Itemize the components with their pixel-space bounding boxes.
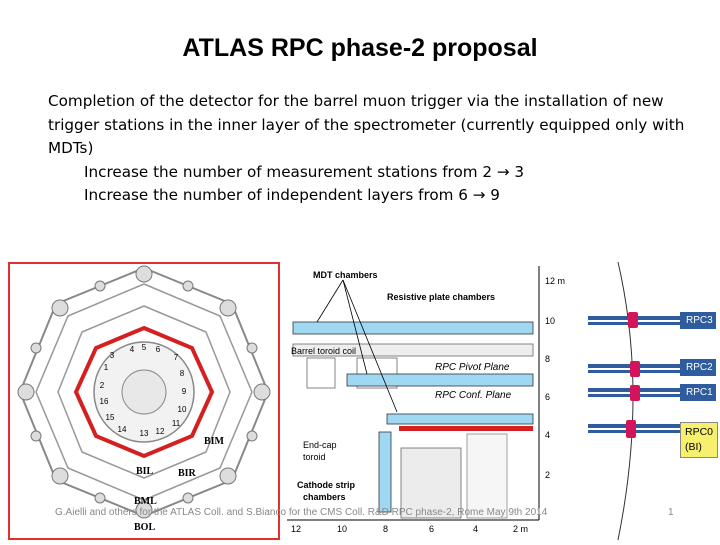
station-label-bol: BOL xyxy=(134,522,155,533)
y-tick: 10 xyxy=(545,316,555,326)
y-tick: 4 xyxy=(545,430,550,440)
x-tick: 6 xyxy=(429,524,434,534)
rpc-chamber-marks xyxy=(588,312,680,438)
sector-label: 4 xyxy=(130,345,135,354)
sector-label: 11 xyxy=(172,419,181,428)
sector-label: 8 xyxy=(180,369,185,378)
quarter-section-svg: 12 m 10 8 6 4 2 12 10 8 6 4 2 m xyxy=(287,266,565,534)
sector-label: 10 xyxy=(178,405,187,414)
sector-label: 15 xyxy=(106,413,115,422)
rpc0-bi-label: RPC0 (BI) xyxy=(680,422,719,458)
sector-label: 16 xyxy=(100,397,109,406)
toroid-coils xyxy=(17,265,271,519)
sector-label: 7 xyxy=(174,353,179,362)
toroid-coil-box xyxy=(306,357,336,389)
mdt-leader-lines xyxy=(316,279,398,413)
calorimeter-block xyxy=(466,433,508,519)
rpc-layers-figure: RPC3 RPC2 RPC1 RPC0 (BI) xyxy=(588,262,720,540)
slide-body: Completion of the detector for the barre… xyxy=(48,90,688,208)
rpc-chambers-label: Resistive plate chambers xyxy=(387,292,495,302)
x-tick-labels: 12 10 8 6 4 2 m xyxy=(291,524,528,534)
x-tick: 2 m xyxy=(513,524,528,534)
sector-label: 6 xyxy=(156,345,161,354)
mid-figure-labels: MDT chambers Resistive plate chambers Ba… xyxy=(291,270,512,502)
station-label-bil: BIL xyxy=(136,466,154,477)
x-tick: 10 xyxy=(337,524,347,534)
rpc0-text: RPC0 xyxy=(685,426,714,438)
slide-footer: G.Aielli and others for the ATLAS Coll. … xyxy=(55,507,548,518)
intro-paragraph: Completion of the detector for the barre… xyxy=(48,92,685,157)
endcap-label-1: End-cap xyxy=(303,440,337,450)
station-labels: BIM BIL BIR BML BOL xyxy=(134,436,225,533)
station-label-bim: BIM xyxy=(204,436,225,447)
page-number: 1 xyxy=(668,507,674,518)
sector-label: 2 xyxy=(100,381,105,390)
station-label-bir: BIR xyxy=(178,468,197,479)
quarter-section-figure: 12 m 10 8 6 4 2 12 10 8 6 4 2 m xyxy=(287,262,587,540)
y-tick-labels: 12 m 10 8 6 4 2 xyxy=(545,276,565,480)
trajectory-line xyxy=(617,262,634,540)
sector-label: 14 xyxy=(118,425,127,434)
mid-octagon xyxy=(35,283,253,501)
sector-label: 3 xyxy=(110,351,115,360)
rpc3-label: RPC3 xyxy=(680,312,716,329)
bi-text: (BI) xyxy=(685,441,702,453)
endcap-toroid-body xyxy=(400,447,462,519)
x-tick: 4 xyxy=(473,524,478,534)
toroid-coil-band xyxy=(292,343,534,357)
inner-mdt-station xyxy=(386,413,534,425)
x-tick: 8 xyxy=(383,524,388,534)
pivot-plane-label: RPC Pivot Plane xyxy=(435,362,510,373)
inner-rpc-ring xyxy=(73,325,215,459)
sector-label: 1 xyxy=(104,363,109,372)
barrel-cross-section-svg: 1 2 3 4 5 6 7 8 9 10 11 12 13 14 15 16 B… xyxy=(17,265,271,533)
rpc2-label: RPC2 xyxy=(680,359,716,376)
mdt-chambers-label: MDT chambers xyxy=(313,270,378,280)
new-inner-rpc-strip xyxy=(399,426,533,431)
rpc1-label: RPC1 xyxy=(680,384,716,401)
csc-label-1: Cathode strip xyxy=(297,480,356,490)
endcap-label-2: toroid xyxy=(303,452,326,462)
rpc-layers-svg xyxy=(588,262,680,540)
barrel-cross-section-figure: 1 2 3 4 5 6 7 8 9 10 11 12 13 14 15 16 B… xyxy=(8,262,280,540)
slide-title: ATLAS RPC phase-2 proposal xyxy=(182,34,538,62)
conf-plane-label: RPC Conf. Plane xyxy=(435,390,512,401)
sector-numbers: 1 2 3 4 5 6 7 8 9 10 11 12 13 14 15 16 xyxy=(100,343,187,438)
middle-mdt-station xyxy=(346,373,534,387)
sector-label: 9 xyxy=(182,387,187,396)
endcap-chamber xyxy=(378,431,392,513)
inner-octagon xyxy=(57,305,231,479)
y-tick: 12 m xyxy=(545,276,565,286)
sector-label: 12 xyxy=(156,427,165,436)
bullet-stations: Increase the number of measurement stati… xyxy=(84,162,525,181)
sector-label: 5 xyxy=(142,343,147,352)
csc-label-2: chambers xyxy=(303,492,346,502)
y-tick: 2 xyxy=(545,470,550,480)
station-label-bml: BML xyxy=(134,496,157,507)
x-tick: 12 xyxy=(291,524,301,534)
y-tick: 6 xyxy=(545,392,550,402)
bullet-layers: Increase the number of independent layer… xyxy=(84,186,500,204)
inner-detector xyxy=(121,369,167,415)
sector-label: 13 xyxy=(140,429,149,438)
outer-mdt-station xyxy=(292,321,534,335)
y-tick: 8 xyxy=(545,354,550,364)
toroid-label: Barrel toroid coil xyxy=(291,346,356,356)
